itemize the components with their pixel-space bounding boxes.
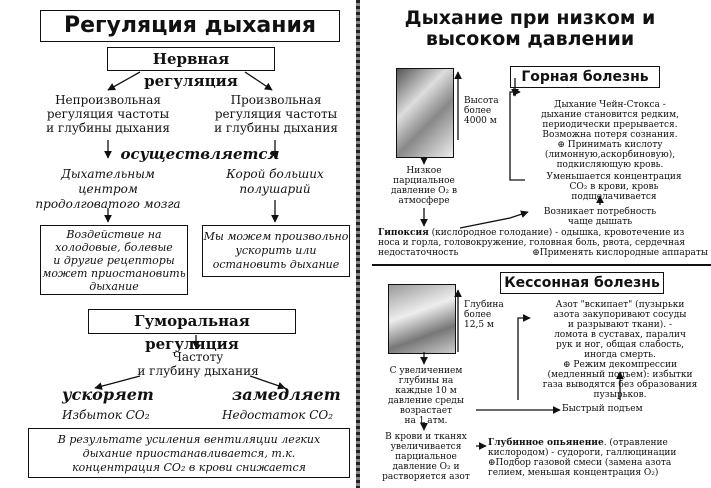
arrow bbox=[245, 72, 272, 90]
arrow bbox=[510, 92, 525, 180]
arrow bbox=[460, 212, 528, 228]
arrow bbox=[250, 376, 285, 388]
arrow bbox=[95, 376, 140, 388]
arrow bbox=[518, 318, 530, 400]
arrow bbox=[108, 72, 140, 90]
